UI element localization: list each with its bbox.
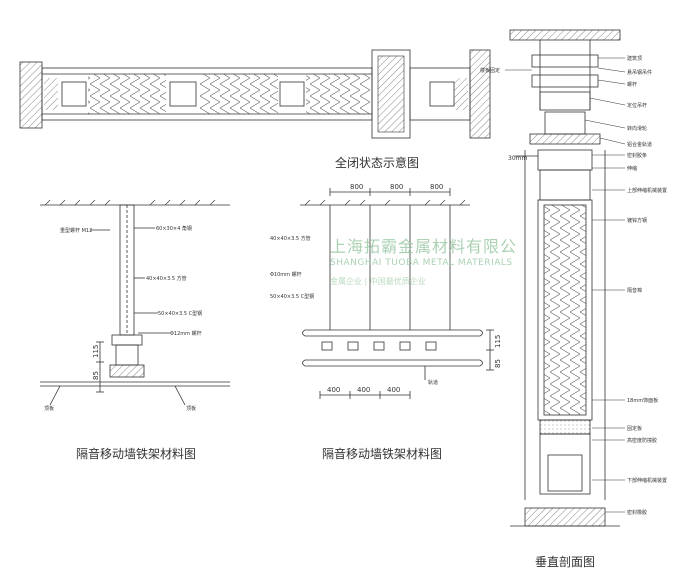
dim-height-lower-single: 85 — [92, 371, 100, 380]
section-label-r5: 转向滑轮 — [627, 125, 647, 132]
section-label-r2: 悬吊钢吊件 — [627, 69, 652, 76]
caption-vertical-section: 垂直剖面图 — [535, 555, 596, 569]
frame-single-drawing — [40, 199, 230, 406]
label-small-bolt: Φ12mm 螺杆 — [170, 330, 202, 337]
label-channel-steel: 60×30×4 角钢 — [156, 225, 192, 232]
watermark-company: 上海拓霸金属材料有限公 — [330, 237, 518, 256]
label-square-tube: 40×40×3.5 方管 — [146, 275, 187, 282]
section-label-r4: 定位吊杆 — [627, 102, 647, 109]
section-label-r11: 隔音棉 — [627, 287, 642, 294]
section-label-r12: 18mm饰面板 — [627, 397, 658, 404]
section-label-r13: 固定板 — [627, 425, 642, 432]
caption-frame-multi: 隔音移动墙铁架材料图 — [322, 447, 443, 461]
label-right-bottom: 顶板 — [186, 405, 196, 412]
section-label-l1: 楼板固定 — [480, 67, 500, 74]
label-multi-bolt: Φ10mm 螺杆 — [270, 271, 302, 278]
frame-multi-drawing — [300, 188, 494, 399]
label-bolt: 重型螺杆 M12 — [60, 227, 92, 234]
dim-height-lower-multi: 85 — [494, 359, 502, 368]
section-label-r3: 螺杆 — [627, 81, 637, 88]
watermark-company-en: SHANGHAI TUOBA METAL MATERIALS — [330, 258, 513, 268]
section-label-r16: 密封橡胶 — [627, 509, 647, 516]
plan-closed-drawing — [19, 49, 491, 139]
label-multi-square-tube: 40×40×3.5 方管 — [270, 235, 311, 242]
section-labels: 楼板固定 建筑顶 悬吊钢吊件 螺杆 定位吊杆 转向滑轮 铝合金轨道 密封胶条 伸… — [480, 55, 667, 516]
label-c-steel: 50×40×3.5 C型钢 — [158, 310, 202, 317]
dim-bottom-3: 400 — [387, 386, 400, 394]
section-label-r1: 建筑顶 — [627, 55, 642, 62]
dim-bottom-1: 400 — [327, 386, 340, 394]
dim-top-3: 800 — [430, 183, 443, 191]
section-leaders — [505, 57, 626, 513]
section-label-r9: 上部伸缩机械装置 — [627, 187, 667, 194]
section-label-r14: 高密度防撞胶 — [627, 437, 657, 444]
label-multi-c-steel: 50×40×3.5 C型钢 — [270, 293, 314, 300]
caption-plan-closed: 全闭状态示意图 — [335, 156, 420, 170]
section-label-r7: 密封胶条 — [627, 152, 647, 159]
dim-top-1: 800 — [350, 183, 363, 191]
dim-bottom-2: 400 — [357, 386, 370, 394]
dim-height-upper-multi: 115 — [494, 335, 502, 348]
frame-single-labels: 重型螺杆 M12 60×30×4 角钢 40×40×3.5 方管 50×40×3… — [44, 225, 202, 412]
caption-frame-single: 隔音移动墙铁架材料图 — [76, 447, 197, 461]
section-label-r10: 镀锌方钢 — [627, 217, 647, 224]
dim-gap-30: 30mm — [508, 155, 527, 162]
frame-multi-labels: 40×40×3.5 方管 Φ10mm 螺杆 50×40×3.5 C型钢 轨道 — [270, 235, 438, 386]
label-multi-track: 轨道 — [428, 379, 438, 386]
dim-height-upper-single: 115 — [92, 345, 100, 358]
watermark-slogan: 金属企业 | 中国最优质企业 — [330, 277, 426, 286]
section-label-r8: 伸缩 — [627, 165, 637, 172]
section-label-r6: 铝合金轨道 — [627, 141, 652, 148]
vertical-section-drawing — [509, 29, 621, 527]
dimension-labels: 800 800 800 400 400 400 115 85 115 85 30… — [92, 155, 527, 394]
section-label-r15: 下部伸缩机械装置 — [627, 477, 667, 484]
dim-top-2: 800 — [390, 183, 403, 191]
label-left-bottom: 顶板 — [44, 405, 54, 412]
